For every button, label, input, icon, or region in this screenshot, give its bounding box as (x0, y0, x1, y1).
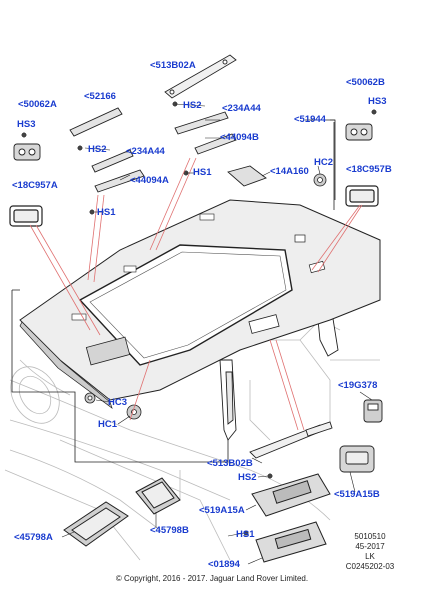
label-44094B[interactable]: <44094B (220, 132, 259, 143)
ref-line-3: LK (365, 552, 375, 561)
module-519A15B (339, 445, 375, 473)
label-01894[interactable]: <01894 (208, 559, 240, 570)
label-hc3[interactable]: HC3 (108, 397, 128, 408)
label-18C957B[interactable]: <18C957B (346, 164, 392, 175)
label-50062A[interactable]: <50062A (18, 99, 57, 110)
label-hc1[interactable]: HC1 (98, 419, 118, 430)
label-45798B[interactable]: <45798B (150, 525, 189, 536)
label-hs2-b[interactable]: HS2 (88, 144, 107, 155)
bracket-513B02A (164, 54, 237, 99)
grab-handle-left (69, 107, 145, 193)
label-leaders (61, 103, 373, 565)
label-19G378[interactable]: <19G378 (338, 380, 378, 391)
label-234A44-b[interactable]: <234A44 (126, 146, 165, 157)
label-52166[interactable]: <52166 (84, 91, 116, 102)
label-hs1-b[interactable]: HS1 (97, 207, 116, 218)
leader-lines (29, 157, 363, 431)
panel-45798B (135, 477, 181, 515)
label-18C957A[interactable]: <18C957A (12, 180, 58, 191)
label-513B02B[interactable]: <513B02B (207, 458, 253, 469)
label-51944[interactable]: <51944 (294, 114, 326, 125)
screws (21, 101, 377, 536)
visor-clip-left (13, 143, 41, 161)
label-45798A[interactable]: <45798A (14, 532, 53, 543)
label-hs1-a[interactable]: HS1 (193, 167, 212, 178)
label-hs2-c[interactable]: HS2 (238, 472, 257, 483)
label-234A44-a[interactable]: <234A44 (222, 103, 261, 114)
bracket-513B02B (249, 421, 333, 459)
lamp-01894 (255, 521, 327, 563)
visor-clip-right (345, 123, 373, 141)
ref-line-2: 45-2017 (355, 542, 385, 551)
ref-block: 5010510 45-2017 LK C0245202-03 (340, 532, 400, 572)
ref-line-4: C0245202-03 (345, 562, 395, 571)
console-519A15A (251, 473, 331, 517)
label-hs3-left[interactable]: HS3 (17, 119, 36, 130)
label-hc2[interactable]: HC2 (314, 157, 334, 168)
label-513B02A-top[interactable]: <513B02A (150, 60, 196, 71)
label-hs1-c[interactable]: HS1 (236, 529, 255, 540)
label-519A15B[interactable]: <519A15B (334, 489, 380, 500)
module-19G378 (363, 399, 383, 423)
label-519A15A[interactable]: <519A15A (199, 505, 245, 516)
label-44094A[interactable]: <44094A (130, 175, 169, 186)
headliner-bracket (11, 119, 336, 463)
clips-hc3-hc1 (84, 392, 142, 420)
label-50062B[interactable]: <50062B (346, 77, 385, 88)
label-14A160[interactable]: <14A160 (270, 166, 309, 177)
lamp-lens-right (345, 185, 379, 207)
ref-line-1: 5010510 (354, 532, 386, 541)
lamp-lens-left (9, 205, 43, 227)
copyright-notice: © Copyright, 2016 - 2017. Jaguar Land Ro… (115, 574, 309, 583)
clip-hc2 (313, 173, 327, 187)
grab-handle-upper-right (174, 111, 237, 155)
label-hs3-right[interactable]: HS3 (368, 96, 387, 107)
headliner-panel (19, 199, 381, 409)
panel-45798A (63, 501, 129, 547)
label-hs2-a[interactable]: HS2 (183, 100, 202, 111)
pad-14A160 (227, 165, 267, 187)
